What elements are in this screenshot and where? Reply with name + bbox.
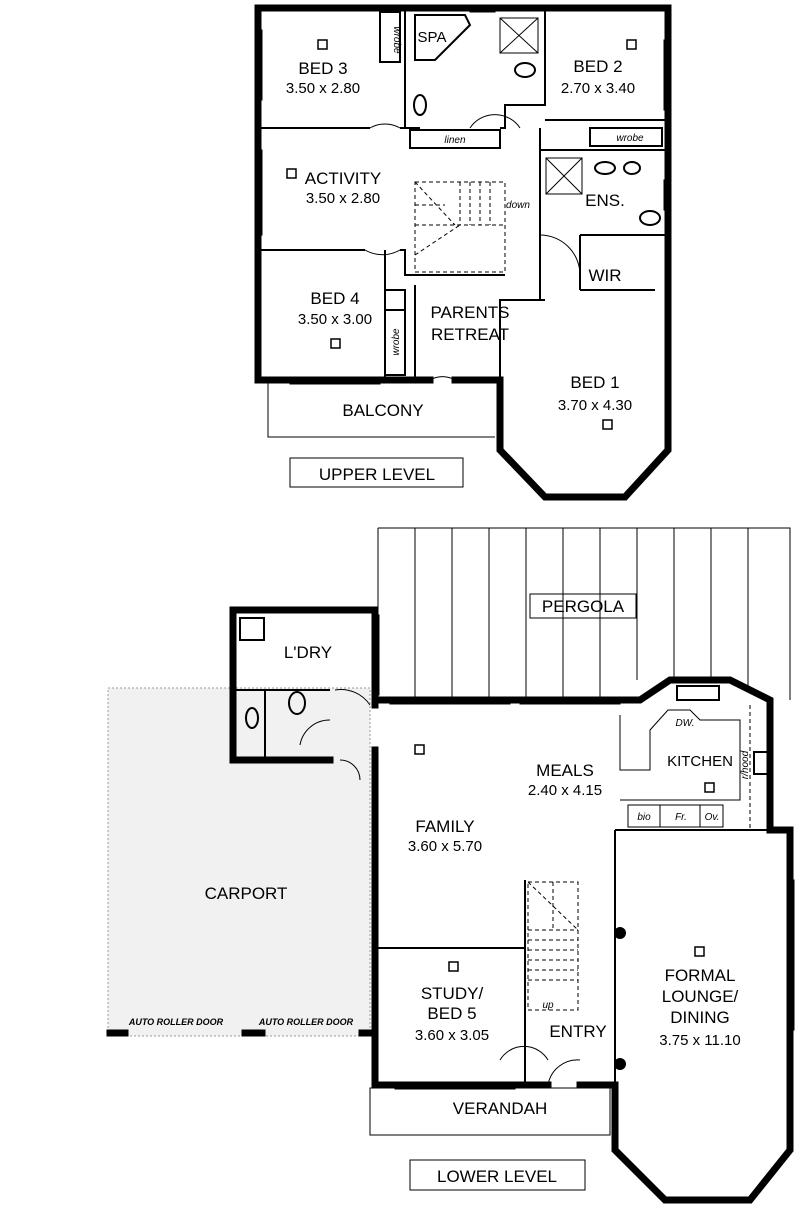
room-name: WIR [588, 266, 621, 285]
room-name: BED 2 [573, 57, 622, 76]
dishwasher-label: DW. [675, 718, 694, 729]
wrobe-label: wrobe [616, 133, 644, 144]
lower-level-title-box [409, 1159, 586, 1191]
room-name: ENTRY [549, 1022, 606, 1041]
lower-level-plan: PERGOLA CARPORT AUTO ROLLER DOOR AUTO RO… [106, 527, 795, 1204]
sink-icon [676, 685, 720, 701]
upper-level-title-box [289, 457, 464, 488]
oven-label: Ov. [705, 812, 720, 823]
shower-icon [545, 157, 583, 195]
room-name: STUDY/ [421, 984, 484, 1003]
stairs-down-label: down [506, 200, 530, 211]
roller-door-label: AUTO ROLLER DOOR [128, 1017, 224, 1027]
room-name: L'DRY [284, 643, 332, 662]
upper-stairs [414, 181, 506, 273]
lower-stairs [527, 881, 579, 1011]
room-name: ENS. [585, 191, 625, 210]
wrobe-label: wrobe [391, 26, 402, 54]
verandah-area [369, 1087, 611, 1136]
spa-label: SPA [418, 29, 447, 46]
shower-icon [499, 17, 539, 54]
room-name: FAMILY [415, 817, 474, 836]
fridge-label: Fr. [675, 812, 687, 823]
room-dims: 3.60 x 3.05 [415, 1027, 489, 1044]
room-name: DINING [670, 1008, 730, 1027]
basin-icon [623, 161, 641, 175]
room-name: ACTIVITY [305, 169, 382, 188]
basin-icon [413, 94, 427, 116]
room-name: PARENTS [430, 303, 509, 322]
carport-area [107, 687, 371, 1037]
toilet-icon [288, 691, 306, 715]
column-icon [614, 927, 626, 939]
kitchen-benches [619, 685, 771, 831]
room-name: MEALS [536, 761, 594, 780]
upper-level-plan: BED 3 3.50 x 2.80 SPA BED 2 2.70 x 3.40 … [254, 4, 672, 501]
interior-walls [233, 689, 770, 1085]
column-icon [614, 1058, 626, 1070]
room-dims: 3.50 x 2.80 [306, 190, 380, 207]
wardrobe-bed3 [379, 11, 401, 63]
bio-label: bio [637, 812, 651, 823]
wardrobe-bed4 [384, 309, 406, 376]
upper-level-title: UPPER LEVEL [319, 465, 435, 484]
door-swing [364, 114, 581, 381]
linen-cupboard [409, 129, 501, 149]
room-dims: 2.40 x 4.15 [528, 782, 602, 799]
rangehood-label: r/hood [740, 750, 751, 779]
basin-icon [245, 707, 259, 729]
window [371, 614, 795, 1090]
window [254, 4, 672, 385]
toilet-icon [639, 210, 661, 226]
room-name: BED 3 [298, 59, 347, 78]
verandah-label: VERANDAH [453, 1099, 547, 1118]
linen-label: linen [444, 135, 466, 146]
room-dims: 3.60 x 5.70 [408, 838, 482, 855]
cooktop-icon [753, 751, 771, 775]
room-dims: 3.50 x 2.80 [286, 80, 360, 97]
balcony-outline [267, 380, 495, 438]
room-dims: 3.70 x 4.30 [558, 397, 632, 414]
laundry-tub-icon [239, 617, 265, 641]
lower-level-title: LOWER LEVEL [437, 1167, 557, 1186]
room-dims: 3.75 x 11.10 [659, 1032, 740, 1049]
lower-outer-wall [229, 606, 794, 1204]
door-swing [299, 689, 581, 1086]
light-fixture-icons [286, 39, 715, 972]
balcony-label: BALCONY [342, 401, 423, 420]
room-dims: 3.50 x 3.00 [298, 311, 372, 328]
room-name: BED 4 [310, 289, 359, 308]
roller-door-label: AUTO ROLLER DOOR [258, 1017, 354, 1027]
wardrobe-bed2 [589, 127, 663, 147]
room-dims: 2.70 x 3.40 [561, 80, 635, 97]
room-name: BED 1 [570, 373, 619, 392]
room-name: LOUNGE/ [662, 987, 739, 1006]
wrobe-label: wrobe [391, 328, 402, 356]
spa-bath [414, 14, 472, 61]
stairs-up-label: up [542, 1000, 554, 1011]
room-name: RETREAT [431, 325, 509, 344]
toilet-icon [514, 62, 536, 78]
basin-icon [594, 161, 616, 175]
room-name: BED 5 [427, 1004, 476, 1023]
room-name: FORMAL [665, 966, 736, 985]
room-name: KITCHEN [667, 753, 733, 770]
carport-label: CARPORT [205, 884, 288, 903]
upper-outer-wall [254, 4, 672, 501]
pergola-label: PERGOLA [542, 597, 625, 616]
